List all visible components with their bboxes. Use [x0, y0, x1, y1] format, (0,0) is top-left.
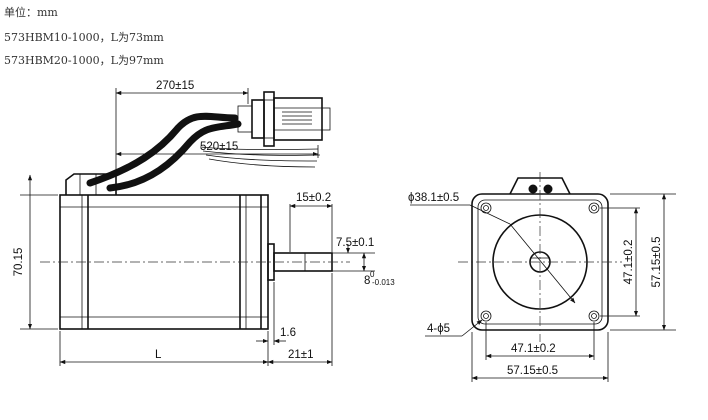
dim-shaft-dia-lower: -0.013: [372, 278, 395, 287]
dim-hole-spacing-h: 47.1±0.2: [511, 343, 556, 355]
dim-cable-270: 270±15: [156, 80, 194, 92]
dim-shaft-15: 15±0.2: [296, 192, 331, 204]
motor-body: [59, 194, 269, 330]
dim-flat-7-5: 7.5±0.1: [336, 237, 374, 249]
dim-shaft-dia-upper: 0: [370, 270, 375, 279]
dim-mount-holes: 4-ϕ5: [427, 323, 450, 335]
dim-shaft-dia: 8: [364, 275, 370, 287]
cable-upper: [86, 112, 239, 187]
dim-height-70-15: 70.15: [13, 248, 25, 277]
model-note-1: 573HBM10-1000，L为73mm: [4, 31, 164, 44]
side-view: 270±15 520±15 15±0.2 7.5±0.1 8 0 -0.013: [13, 80, 395, 366]
unit-note: 单位：mm: [4, 6, 58, 19]
dim-body-length: L: [155, 349, 162, 361]
dim-flange-height: 57.15±0.5: [651, 236, 663, 287]
cable-gland: [65, 173, 117, 195]
connector: [237, 91, 331, 147]
model-note-2: 573HBM20-1000，L为97mm: [4, 54, 164, 67]
dim-flange-width: 57.15±0.5: [507, 365, 558, 377]
dim-pilot-dia: ϕ38.1±0.5: [408, 192, 459, 204]
front-view: ϕ38.1±0.5 4-ϕ5 47.1±0.2 57.15±0.5 47.1±0…: [408, 172, 676, 382]
cable-lower: [106, 120, 242, 192]
dim-shaft-21: 21±1: [288, 349, 314, 361]
dim-cable-520: 520±15: [200, 141, 238, 153]
dim-flange-1-6: 1.6: [280, 327, 296, 339]
dim-hole-spacing-v: 47.1±0.2: [623, 240, 635, 285]
